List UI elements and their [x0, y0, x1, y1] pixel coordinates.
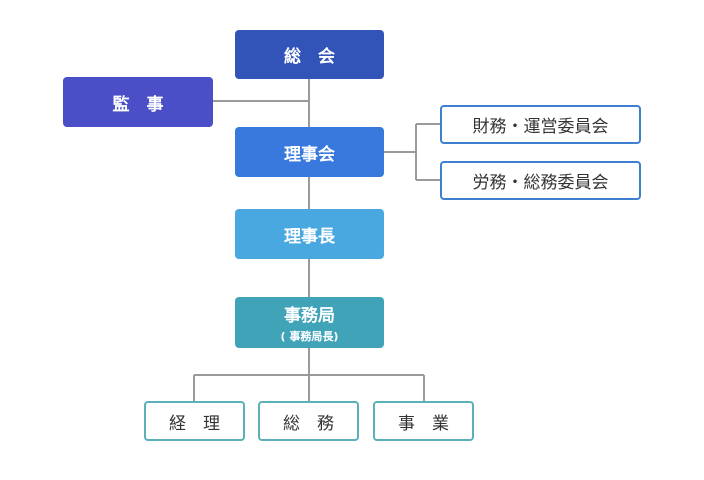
node-soukai-label: 総 会: [284, 47, 335, 67]
node-soumu: 総 務: [258, 401, 359, 441]
node-rijikai: 理事会: [235, 127, 384, 177]
node-roumu-label: 労務・総務委員会: [472, 173, 609, 193]
node-jimukyoku-sublabel: ( 事務局長): [280, 330, 339, 343]
node-rijikai-label: 理事会: [284, 144, 335, 165]
node-jigyou-label: 事 業: [398, 413, 449, 434]
node-rijicho-label: 理事長: [284, 226, 335, 247]
node-rijicho: 理事長: [235, 209, 384, 259]
node-kanji: 監 事: [63, 77, 213, 127]
node-zaimu-label: 財務・運営委員会: [472, 117, 609, 137]
node-kanji-label: 監 事: [112, 94, 164, 115]
node-soumu-label: 総 務: [283, 413, 334, 434]
node-keiri: 経 理: [144, 401, 245, 441]
node-jimukyoku: 事務局 ( 事務局長): [235, 297, 384, 348]
node-jimukyoku-label: 事務局: [284, 306, 335, 326]
node-zaimu-committee: 財務・運営委員会: [440, 105, 641, 144]
node-jigyou: 事 業: [373, 401, 474, 441]
node-roumu-committee: 労務・総務委員会: [440, 161, 641, 200]
node-soukai: 総 会: [235, 30, 384, 79]
node-keiri-label: 経 理: [169, 413, 220, 434]
